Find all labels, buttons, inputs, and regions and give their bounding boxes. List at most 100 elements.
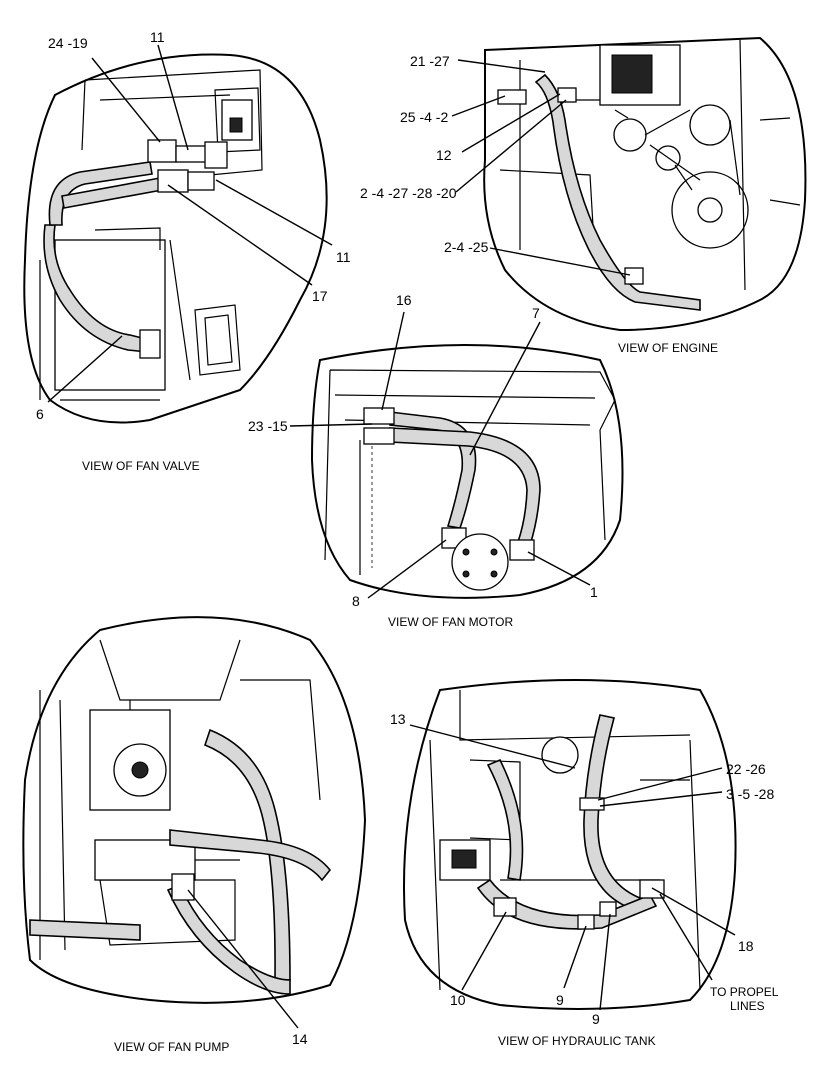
engine-leader-25-4-2 (451, 95, 506, 117)
callout-engine-25-4-2: 25 -4 -2 (400, 109, 448, 125)
fan-valve-elbow (139, 329, 161, 359)
callout-fan-valve-17: 17 (312, 288, 328, 304)
fan-motor-bolt-2 (490, 548, 498, 556)
hydraulic-tank-leader-9-right (599, 913, 611, 1011)
callout-fan-pump-14: 14 (292, 1031, 308, 1047)
callout-fan-motor-7: 7 (532, 305, 540, 321)
engine-hose (534, 73, 701, 311)
hydraulic-tank-leader-3-5-28 (599, 791, 723, 807)
fan-valve-view: 24 -19 11 11 17 6 VIEW OF FAN VALVE (23, 29, 351, 473)
fan-motor-view: 16 7 23 -15 8 1 VIEW OF FAN MOTOR (248, 292, 624, 629)
fan-valve-view-outline (23, 53, 328, 424)
engine-view: 21 -27 25 -4 -2 12 2 -4 -27 -28 -20 2-4 … (360, 36, 807, 355)
fan-pump-hose-lower (166, 883, 291, 995)
callout-fan-motor-1: 1 (590, 584, 598, 600)
hydraulic-tank-leader-18 (651, 887, 736, 936)
hydraulic-tank-fitting-left (493, 897, 517, 917)
caption-engine: VIEW OF ENGINE (618, 341, 718, 355)
callout-fan-valve-6: 6 (36, 406, 44, 422)
fan-valve-leader-11-top (157, 44, 189, 151)
fan-valve-fitting-upper (147, 139, 177, 163)
fan-pump-filter (94, 839, 196, 881)
fan-pump-view: 14 VIEW OF FAN PUMP (22, 616, 367, 1054)
engine-grille (611, 54, 653, 94)
fan-motor-leader-23-15 (289, 423, 373, 427)
fan-valve-bracket (194, 304, 241, 376)
callout-hydraulic-tank-9-right: 9 (592, 1011, 600, 1027)
fan-valve-fitting-right (204, 141, 228, 169)
callout-engine-2-4-27-28-20: 2 -4 -27 -28 -20 (360, 185, 457, 201)
engine-clamp-mid (497, 89, 527, 105)
fan-motor-leader-7 (469, 321, 541, 456)
hydraulic-tank-valve-core (451, 849, 477, 869)
fan-pump-view-outline (22, 616, 367, 1004)
engine-pulley-right (689, 104, 731, 146)
hydraulic-tank-view-outline (403, 679, 737, 1010)
fan-valve-leader-11-right (215, 179, 333, 246)
engine-clamp-upper (557, 87, 577, 103)
fan-valve-panel-lines (39, 227, 191, 401)
callout-hydraulic-tank-to-propel: TO PROPEL (710, 985, 779, 999)
hydraulic-tank-clamp-mid (599, 901, 617, 917)
caption-fan-pump: VIEW OF FAN PUMP (114, 1040, 229, 1054)
fan-valve-leader-24-19 (91, 57, 161, 143)
callout-fan-valve-24-19: 24 -19 (48, 35, 88, 51)
hydraulic-tank-view: 13 22 -26 3 -5 -28 18 10 9 9 TO PROPEL L… (390, 679, 779, 1048)
fan-motor-bolt-3 (462, 570, 470, 578)
fan-valve-fitting-tee (175, 145, 207, 163)
fan-motor-body (451, 533, 509, 591)
callout-fan-motor-8: 8 (352, 593, 360, 609)
fan-pump-hose-center (169, 829, 332, 882)
fan-motor-view-outline (310, 344, 624, 599)
fan-motor-fitting-top (363, 407, 395, 425)
engine-view-outline (483, 36, 807, 332)
callout-hydraulic-tank-lines: LINES (730, 999, 765, 1013)
hydraulic-tank-hose-upper (583, 714, 642, 911)
hydraulic-tank-leader-13 (409, 724, 576, 769)
callout-engine-12: 12 (436, 147, 452, 163)
hydraulic-tank-gauge (541, 736, 579, 774)
callout-fan-valve-11-right: 11 (336, 249, 351, 265)
hydraulic-tank-clamp-upper (579, 797, 605, 811)
callout-hydraulic-tank-3-5-28: 3 -5 -28 (726, 786, 774, 802)
callout-hydraulic-tank-9-left: 9 (556, 992, 564, 1008)
engine-leader-2-4-27-28-20 (455, 99, 567, 193)
fan-valve-fitting-lower-right (187, 171, 215, 191)
caption-fan-motor: VIEW OF FAN MOTOR (388, 615, 513, 629)
hydraulic-tank-frame (429, 690, 701, 991)
fan-pump-hose-left (29, 919, 141, 941)
fan-motor-leader-1 (527, 551, 591, 586)
callout-engine-21-27: 21 -27 (410, 53, 450, 69)
fan-pump-hub (131, 761, 149, 779)
fan-motor-frame (324, 369, 616, 575)
engine-pulley-hub (697, 197, 723, 223)
caption-fan-valve: VIEW OF FAN VALVE (82, 459, 200, 473)
fan-valve-leader-6 (47, 335, 123, 403)
callout-hydraulic-tank-13: 13 (390, 711, 406, 727)
fan-motor-fitting-bottom (363, 427, 395, 445)
hydraulic-tank-fitting-right (639, 879, 665, 899)
engine-frame-lines (499, 39, 801, 291)
hydraulic-tank-hose-left (486, 758, 524, 881)
engine-leader-21-27 (457, 59, 546, 73)
hydraulic-tank-leader-10 (461, 911, 507, 991)
engine-clamp-lower (624, 267, 644, 285)
callout-fan-valve-11-top: 11 (150, 29, 165, 45)
fan-pump-leader-14 (187, 889, 299, 1029)
fan-valve-solenoid-coil (229, 117, 243, 133)
fan-motor-leader-16 (381, 311, 405, 411)
callout-hydraulic-tank-18: 18 (738, 938, 754, 954)
callout-hydraulic-tank-22-26: 22 -26 (726, 761, 766, 777)
engine-leader-2-4-25 (489, 247, 631, 276)
hydraulic-tank-leader-to-propel (659, 893, 713, 981)
hydraulic-tank-clamp-lower (577, 914, 595, 930)
engine-pulley-upper (613, 118, 647, 152)
callout-hydraulic-tank-10: 10 (450, 992, 466, 1008)
callout-engine-2-4-25: 2-4 -25 (444, 239, 489, 255)
engine-leader-12 (461, 93, 561, 153)
fan-motor-bolt-4 (490, 570, 498, 578)
fan-motor-elbow-right (509, 539, 535, 561)
fan-valve-leader-17 (167, 184, 313, 286)
engine-belt (614, 109, 741, 196)
